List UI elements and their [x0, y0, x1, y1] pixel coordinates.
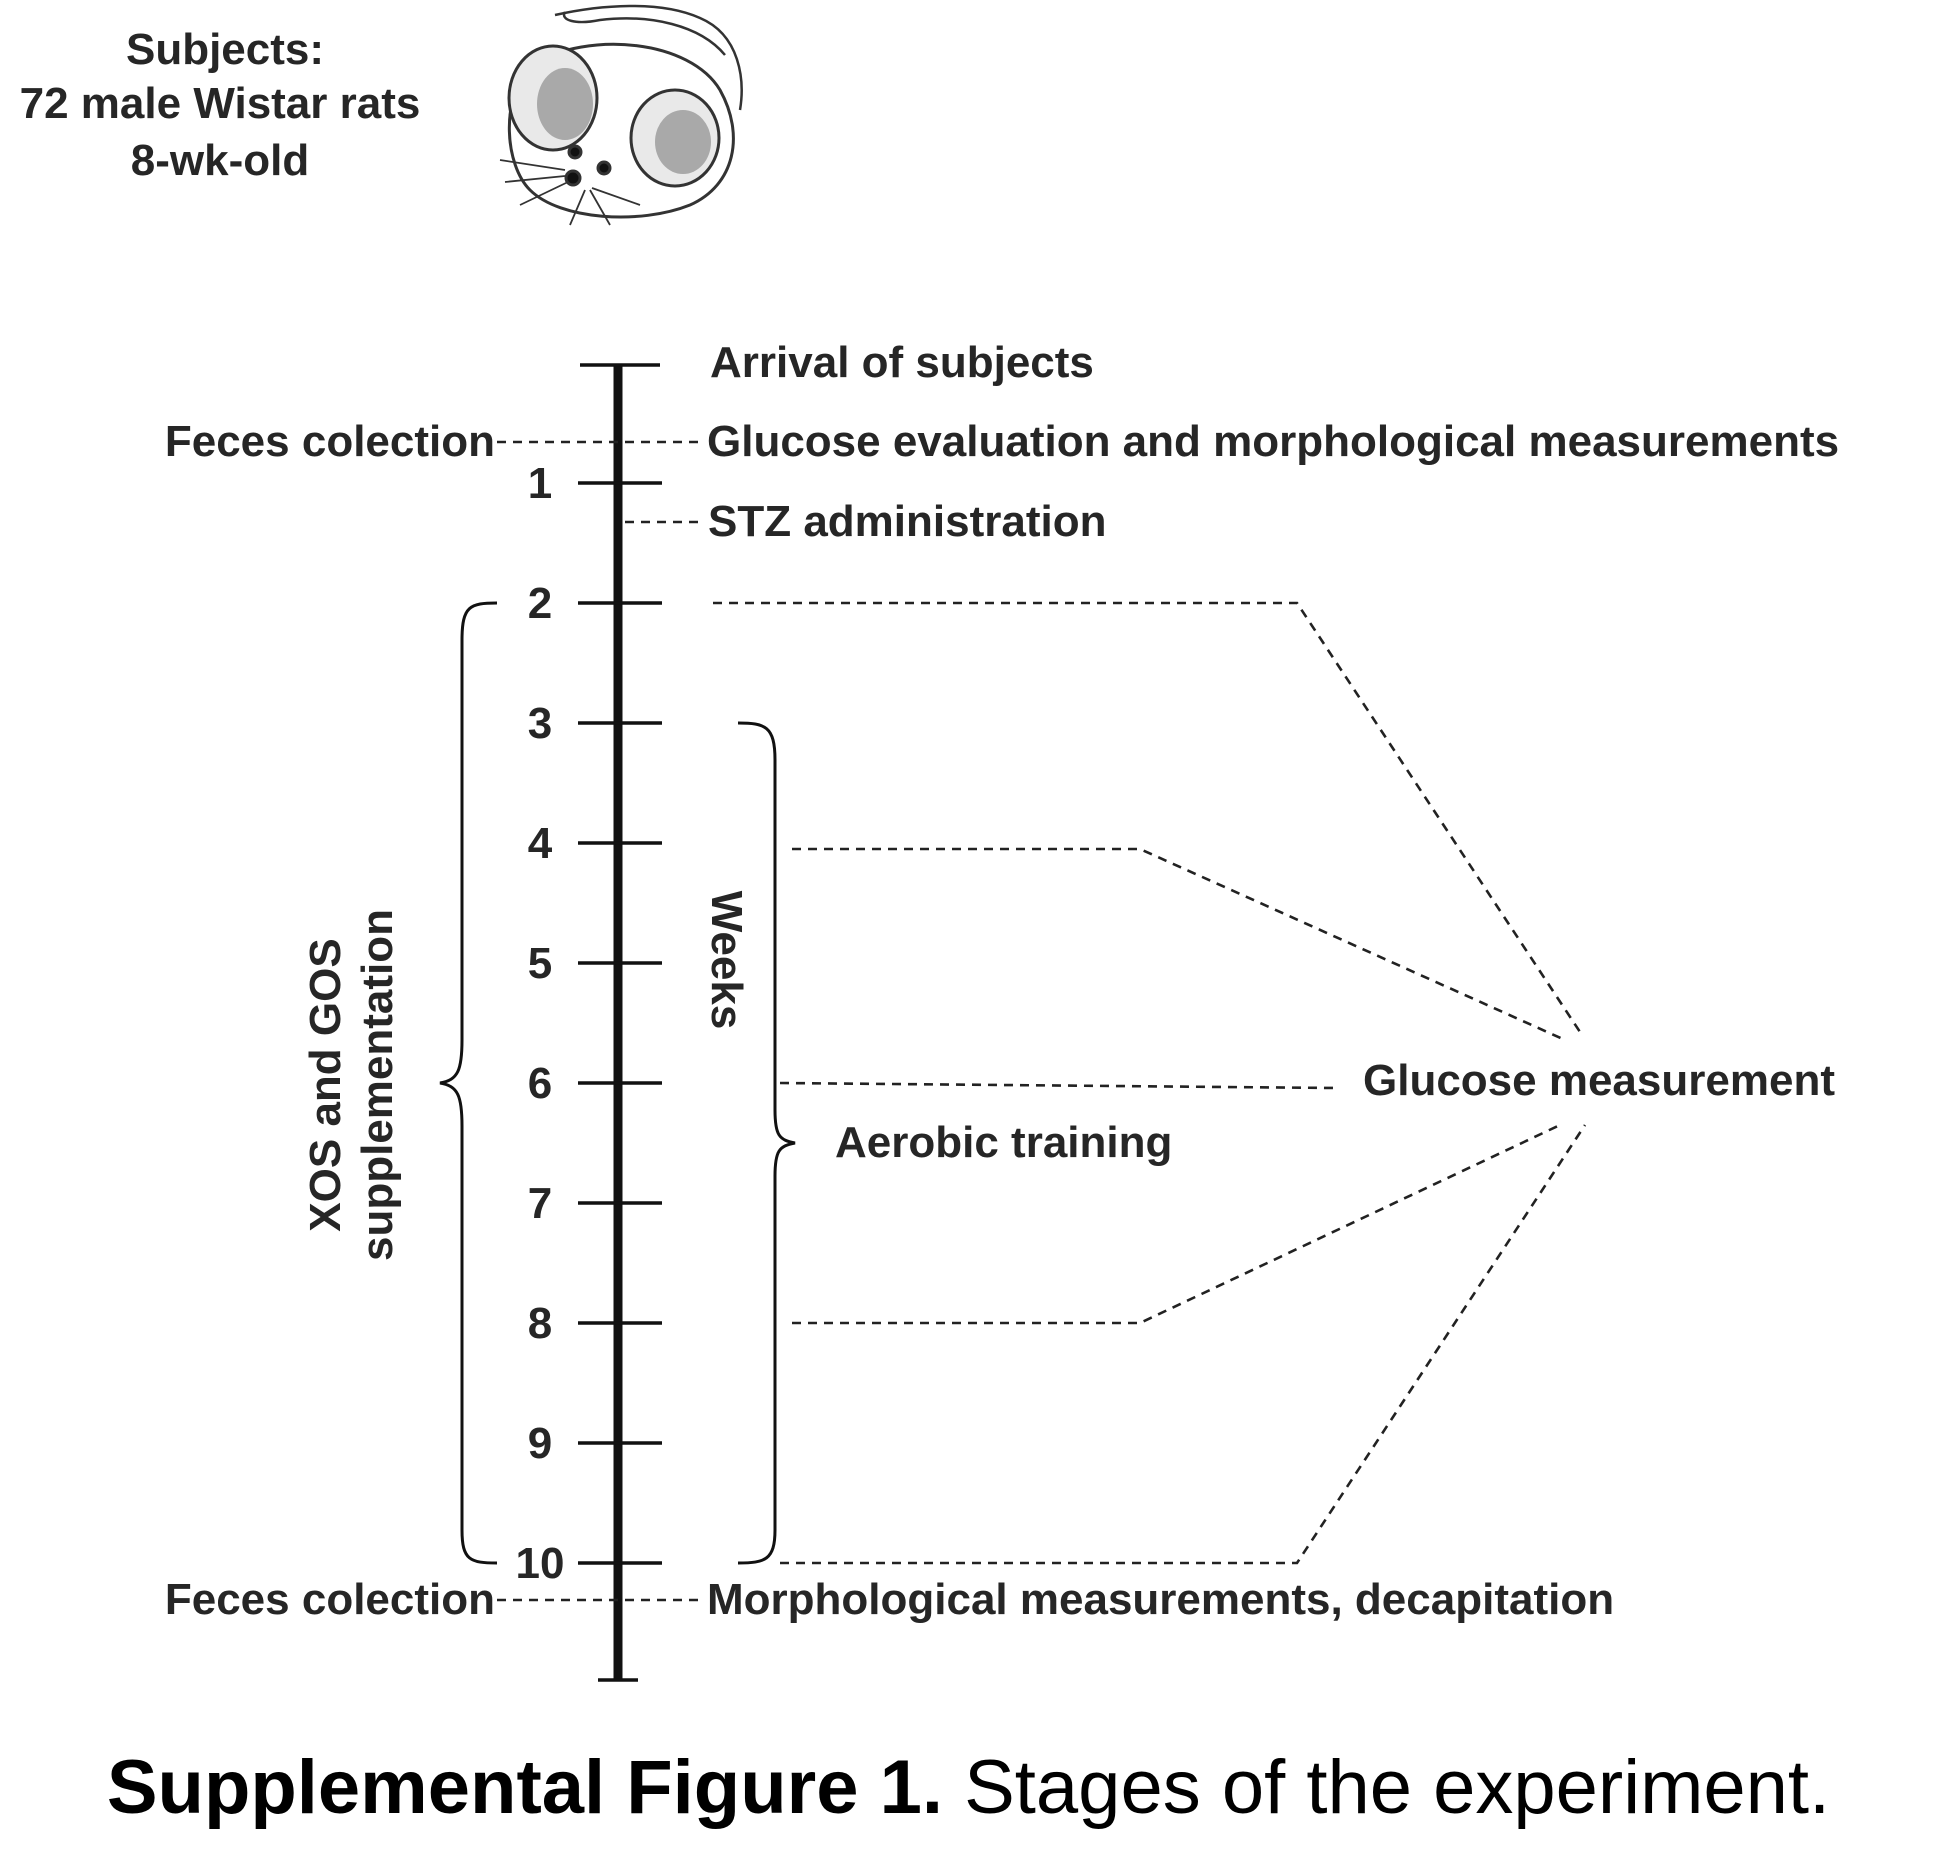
tick-label-1: 1 — [528, 459, 552, 508]
tick-label-8: 8 — [528, 1299, 552, 1348]
tick-label-2: 2 — [528, 579, 552, 628]
event-feces-end: Feces colection — [165, 1575, 495, 1624]
tick-label-3: 3 — [528, 699, 552, 748]
axis-label-weeks: Weeks — [702, 891, 751, 1030]
event-arrival: Arrival of subjects — [710, 338, 1094, 387]
figure-caption: Supplemental Figure 1. Stages of the exp… — [0, 1738, 1937, 1838]
tick-label-9: 9 — [528, 1419, 552, 1468]
glucose-connector-week8 — [792, 1123, 1561, 1325]
supplementation-label-line2: supplementation — [353, 909, 402, 1261]
event-feces-start: Feces colection — [165, 417, 495, 466]
tick-label-5: 5 — [528, 939, 552, 988]
training-label: Aerobic training — [835, 1118, 1172, 1167]
caption-text: Stages of the experiment. — [942, 1745, 1831, 1830]
caption-label: Supplemental Figure 1. — [106, 1745, 943, 1830]
supplementation-label-line1: XOS and GOS — [301, 938, 350, 1231]
supplementation-brace — [439, 601, 498, 1565]
glucose-connector-week10 — [780, 1124, 1587, 1565]
glucose-connector-week2 — [713, 601, 1584, 1036]
subjects-heading: Subjects: — [126, 25, 324, 74]
mouse-icon — [499, 4, 743, 226]
timeline-diagram: Subjects: 72 male Wistar rats 8-wk-old 1… — [20, 4, 1839, 1682]
tick-label-4: 4 — [528, 819, 553, 868]
subjects-count: 72 male Wistar rats — [20, 79, 421, 128]
glucose-connector-week6 — [779, 1081, 1336, 1090]
subjects-age: 8-wk-old — [131, 136, 309, 185]
tick-label-10: 10 — [516, 1539, 565, 1588]
glucose-measurement-label: Glucose measurement — [1363, 1056, 1835, 1105]
event-final: Morphological measurements, decapitation — [707, 1575, 1614, 1624]
training-brace — [737, 721, 796, 1565]
glucose-connector-week4 — [792, 847, 1566, 1042]
event-stz: STZ administration — [708, 497, 1106, 546]
tick-label-7: 7 — [528, 1179, 552, 1228]
event-glucose-morph: Glucose evaluation and morphological mea… — [707, 417, 1839, 466]
tick-label-6: 6 — [528, 1059, 552, 1108]
